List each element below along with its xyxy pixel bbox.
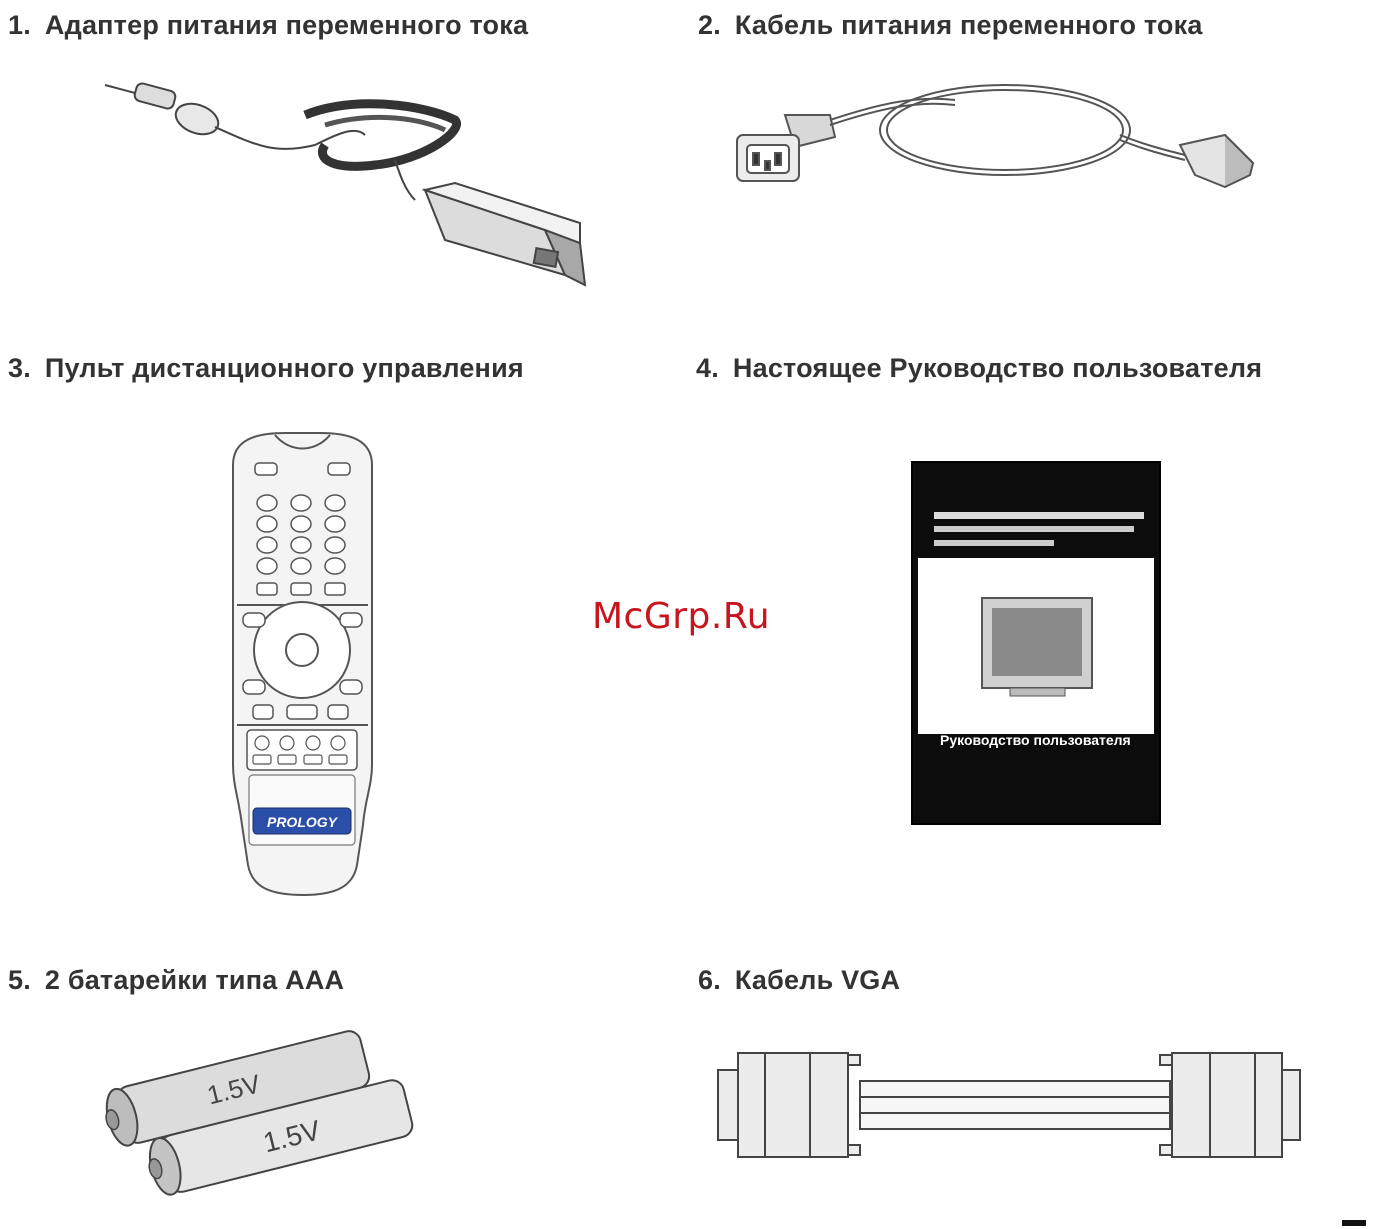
item-label: Настоящее Руководство пользователя xyxy=(733,353,1262,383)
caption-item-5: 5. 2 батарейки типа AAA xyxy=(8,965,344,996)
item-label: Пульт дистанционного управления xyxy=(45,353,524,383)
item-label: Кабель VGA xyxy=(735,965,900,995)
ac-adapter-illustration xyxy=(95,65,595,305)
watermark: McGrp.Ru xyxy=(592,596,770,637)
item-number: 5. xyxy=(8,965,31,996)
remote-control-illustration: PROLOGY xyxy=(225,425,380,900)
vga-cable-illustration xyxy=(710,1045,1310,1165)
ac-power-cable-illustration xyxy=(725,75,1265,205)
item-number: 2. xyxy=(698,10,721,41)
item-number: 1. xyxy=(8,10,31,41)
page-corner-mark xyxy=(1342,1220,1366,1226)
manual-cover-title: Руководство пользователя xyxy=(940,732,1131,748)
caption-item-6: 6. Кабель VGA xyxy=(698,965,900,996)
item-label: 2 батарейки типа AAA xyxy=(45,965,344,995)
caption-item-1: 1. Адаптер питания переменного тока xyxy=(8,10,528,41)
item-number: 4. xyxy=(696,353,719,384)
item-label: Кабель питания переменного тока xyxy=(735,10,1203,40)
aaa-batteries-illustration: 1.5V 1.5V xyxy=(95,1028,415,1198)
item-number: 6. xyxy=(698,965,721,996)
remote-brand-logo: PROLOGY xyxy=(267,814,339,830)
caption-item-2: 2. Кабель питания переменного тока xyxy=(698,10,1203,41)
item-number: 3. xyxy=(8,353,31,384)
item-label: Адаптер питания переменного тока xyxy=(45,10,528,40)
caption-item-4: 4. Настоящее Руководство пользователя xyxy=(696,353,1262,384)
user-manual-illustration: Руководство пользователя xyxy=(910,460,1162,826)
caption-item-3: 3. Пульт дистанционного управления xyxy=(8,353,524,384)
